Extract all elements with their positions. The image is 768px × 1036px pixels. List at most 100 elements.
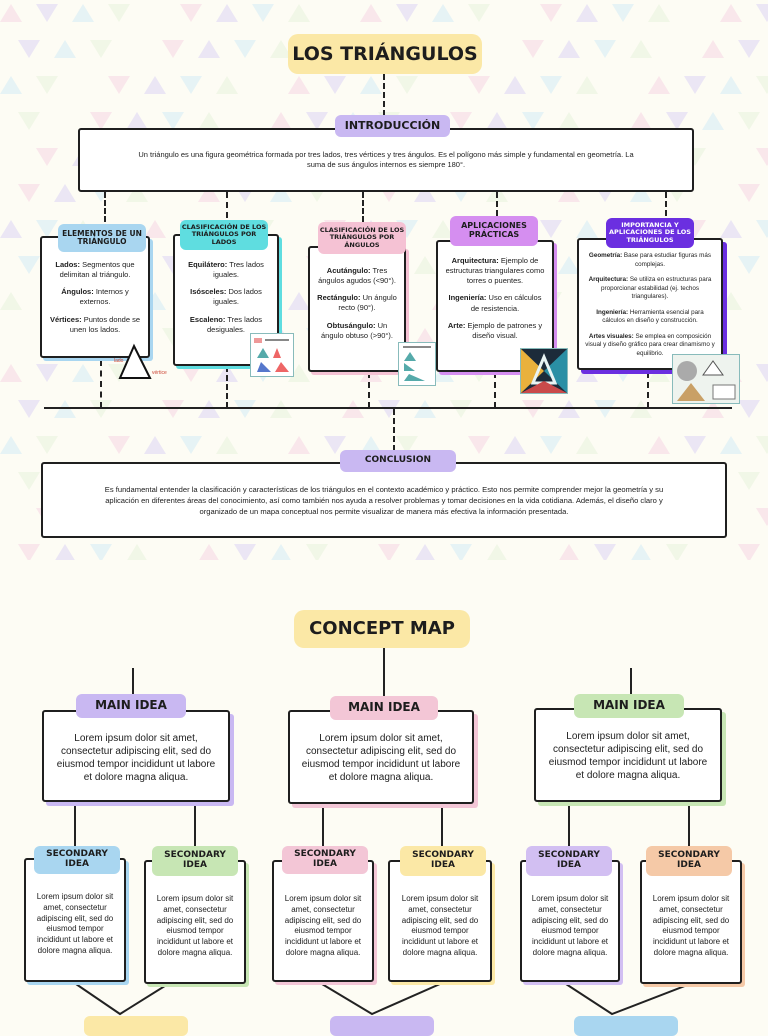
secondary-connector-1 xyxy=(74,802,76,848)
background-triangle xyxy=(144,220,166,238)
background-triangle xyxy=(576,4,598,22)
background-triangle xyxy=(288,292,310,310)
branch-pill-by-sides: CLASIFICACIÓN DE LOS TRIÁNGULOS POR LADO… xyxy=(180,220,268,250)
background-triangle xyxy=(684,436,706,454)
timeline-connector-1 xyxy=(100,360,102,408)
branch-pill-elements: ELEMENTOS DE UN TRIÁNGULO xyxy=(58,224,146,252)
background-triangle xyxy=(558,400,580,418)
main-connector-2 xyxy=(383,648,385,696)
background-triangle xyxy=(756,508,768,526)
background-triangle xyxy=(108,4,130,22)
background-triangle xyxy=(594,40,616,58)
background-triangle xyxy=(738,472,760,490)
background-triangle xyxy=(648,76,670,94)
background-triangle xyxy=(216,4,238,22)
branch-connector-4 xyxy=(496,192,498,216)
background-triangle xyxy=(36,148,58,166)
background-triangle xyxy=(198,400,220,418)
background-triangle xyxy=(144,76,166,94)
background-triangle xyxy=(594,400,616,418)
background-triangle xyxy=(756,364,768,382)
background-triangle xyxy=(36,436,58,454)
background-triangle xyxy=(36,4,58,22)
background-triangle xyxy=(18,544,40,560)
background-triangle xyxy=(306,112,328,130)
branch-connector-2 xyxy=(226,192,228,218)
background-triangle xyxy=(0,220,22,238)
branch-connector-3 xyxy=(362,192,364,222)
background-triangle xyxy=(18,112,40,130)
background-triangle xyxy=(432,364,454,382)
background-triangle xyxy=(324,76,346,94)
background-triangle xyxy=(162,112,184,130)
intro-pill: INTRODUCCIÓN xyxy=(335,115,450,137)
background-triangle xyxy=(288,76,310,94)
background-triangle xyxy=(270,112,292,130)
triangle-art-thumbnail-icon xyxy=(520,348,568,394)
background-triangle xyxy=(684,76,706,94)
conclusion-connector xyxy=(393,409,395,451)
background-triangle xyxy=(738,256,760,274)
background-triangle xyxy=(702,112,724,130)
bottom-connectors xyxy=(75,984,691,1016)
secondary-connector-3 xyxy=(322,804,324,848)
secondary-idea-pill-4: SECONDARY IDEA xyxy=(400,846,486,876)
background-triangle xyxy=(360,4,382,22)
background-triangle xyxy=(270,40,292,58)
background-triangle xyxy=(18,184,40,202)
background-triangle xyxy=(0,76,22,94)
background-triangle xyxy=(630,112,652,130)
background-triangle xyxy=(648,364,670,382)
background-triangle xyxy=(108,76,130,94)
background-triangle xyxy=(630,40,652,58)
branch-card-importance: Geometría: Base para estudiar figuras má… xyxy=(577,238,723,370)
concept-map-title: CONCEPT MAP xyxy=(309,618,455,640)
intro-text: Un triángulo es una figura geométrica fo… xyxy=(138,149,634,170)
background-triangle xyxy=(558,184,580,202)
secondary-connector-6 xyxy=(688,802,690,848)
background-triangle xyxy=(378,400,400,418)
background-triangle xyxy=(648,4,670,22)
background-triangle xyxy=(414,256,436,274)
background-triangle xyxy=(54,40,76,58)
conclusion-box: Es fundamental entender la clasificación… xyxy=(41,462,727,538)
background-triangle xyxy=(324,436,346,454)
background-triangle xyxy=(450,400,472,418)
background-triangle xyxy=(702,400,724,418)
background-triangle xyxy=(18,40,40,58)
branch-pill-by-angles: CLASIFICACIÓN DE LOS TRIÁNGULOS POR ÁNGU… xyxy=(318,222,406,254)
background-triangle xyxy=(468,436,490,454)
background-triangle xyxy=(450,544,472,560)
background-triangle xyxy=(414,328,436,346)
main-idea-box-1: Lorem ipsum dolor sit amet, consectetur … xyxy=(42,710,230,802)
background-triangle xyxy=(504,76,526,94)
background-triangle xyxy=(720,220,742,238)
background-triangle xyxy=(162,400,184,418)
background-triangle xyxy=(468,4,490,22)
background-triangle xyxy=(18,256,40,274)
background-triangle xyxy=(738,184,760,202)
secondary-idea-pill-3: SECONDARY IDEA xyxy=(282,846,368,874)
background-triangle xyxy=(738,544,760,560)
branch-card-elements: Lados: Segmentos que delimitan al triáng… xyxy=(40,236,150,358)
background-triangle xyxy=(576,76,598,94)
background-triangle xyxy=(702,40,724,58)
background-triangle xyxy=(432,220,454,238)
background-triangle xyxy=(666,112,688,130)
background-triangle xyxy=(342,400,364,418)
secondary-idea-box-1: Lorem ipsum dolor sit amet, consectetur … xyxy=(24,858,126,982)
background-triangle xyxy=(360,436,382,454)
background-triangle xyxy=(198,112,220,130)
main-idea-box-3: Lorem ipsum dolor sit amet, consectetur … xyxy=(534,708,722,802)
timeline-line xyxy=(44,407,732,409)
background-triangle xyxy=(630,184,652,202)
main-connector-3 xyxy=(630,668,632,696)
background-triangle xyxy=(415,544,435,560)
title-pill: LOS TRIÁNGULOS xyxy=(288,34,482,74)
background-triangle xyxy=(720,4,742,22)
main-idea-pill-2: MAIN IDEA xyxy=(330,696,438,720)
background-triangle xyxy=(504,436,526,454)
background-triangle xyxy=(54,400,76,418)
secondary-idea-box-3: Lorem ipsum dolor sit amet, consectetur … xyxy=(272,860,374,982)
background-triangle xyxy=(0,364,22,382)
